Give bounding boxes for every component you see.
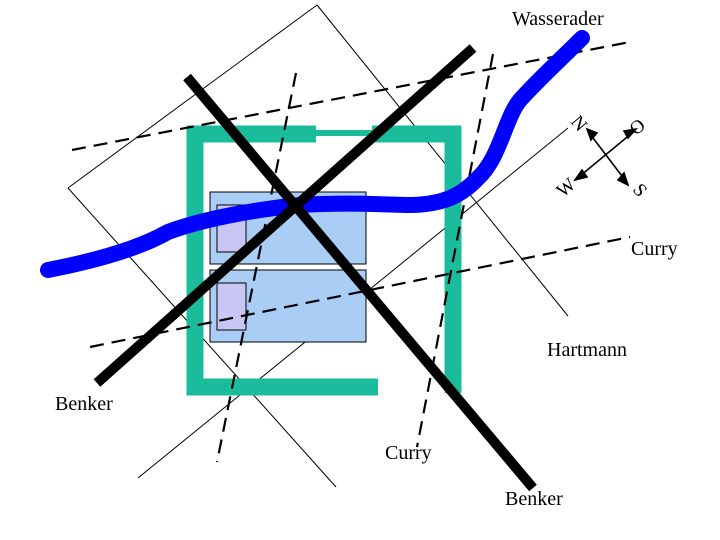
label-curry-right: Curry bbox=[631, 238, 678, 260]
curry-grid bbox=[71, 40, 631, 463]
bed-lower bbox=[216, 282, 247, 331]
label-curry-bottom: Curry bbox=[385, 442, 432, 464]
curry-line bbox=[89, 235, 631, 349]
benker-line bbox=[183, 73, 537, 492]
compass-axis-we bbox=[579, 132, 633, 177]
arrow-south-icon bbox=[616, 171, 630, 187]
curry-line bbox=[215, 72, 298, 463]
arrow-north-icon bbox=[585, 127, 599, 142]
benker-line bbox=[93, 44, 477, 387]
compass-axis-ns bbox=[589, 133, 626, 181]
label-hartmann: Hartmann bbox=[547, 339, 627, 361]
building-wall bbox=[372, 125, 462, 393]
label-benker-bottom: Benker bbox=[505, 488, 563, 510]
curry-line bbox=[71, 40, 631, 152]
label-wasserader: Wasserader bbox=[512, 8, 604, 30]
compass bbox=[573, 127, 639, 187]
water-vein bbox=[40, 30, 590, 278]
benker-lines bbox=[93, 44, 537, 492]
building-outline bbox=[186, 125, 462, 396]
arrow-east-icon bbox=[622, 127, 639, 140]
arrow-west-icon bbox=[573, 168, 589, 182]
hartmann-line bbox=[316, 4, 569, 317]
hartmann-line bbox=[67, 4, 318, 189]
compass-south-label: S bbox=[628, 180, 651, 202]
label-benker-left: Benker bbox=[55, 393, 113, 415]
building-wall bbox=[186, 125, 378, 396]
curry-line bbox=[415, 53, 495, 448]
